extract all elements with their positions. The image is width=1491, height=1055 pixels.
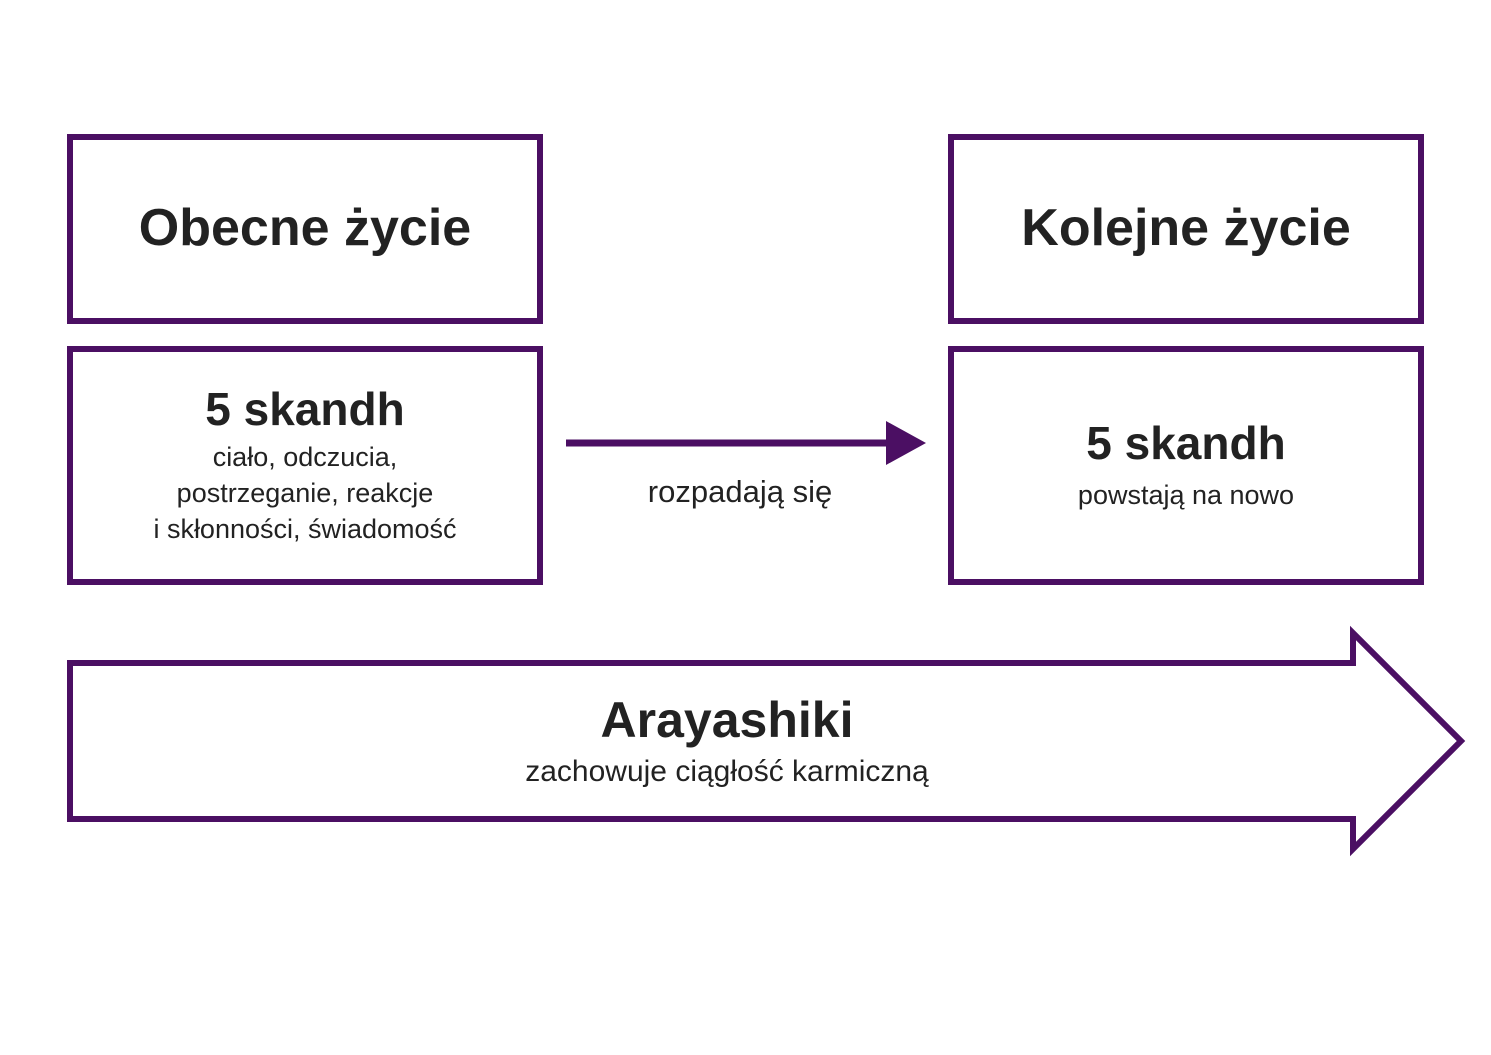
- connector-arrow-icon: [566, 421, 926, 465]
- continuity-arrow-shape: [67, 625, 1466, 857]
- continuity-title: Arayashiki: [600, 692, 854, 748]
- next-skandhas-desc: powstają na nowo: [1077, 479, 1295, 510]
- continuity-arrow-text: Arayashiki zachowuje ciągłość karmiczną: [67, 690, 1387, 794]
- next-life-title: Kolejne życie: [1021, 199, 1351, 258]
- next-skandhas-title: 5 skandh: [1086, 417, 1286, 470]
- connector-label: rozpadają się: [647, 474, 833, 509]
- present-skandhas-line-2: postrzeganie, reakcje: [176, 477, 434, 508]
- present-skandhas-line-3: i skłonności, świadomość: [153, 513, 457, 544]
- present-skandhas-box: 5 skandh ciało, odczucia, postrzeganie, …: [67, 346, 543, 585]
- next-life-box: Kolejne życie: [948, 134, 1424, 324]
- present-skandhas-line-1: ciało, odczucia,: [212, 441, 398, 472]
- continuity-subtitle: zachowuje ciągłość karmiczną: [525, 755, 929, 788]
- present-life-title: Obecne życie: [138, 199, 472, 258]
- present-life-box: Obecne życie: [67, 134, 543, 324]
- next-skandhas-box: 5 skandh powstają na nowo: [948, 346, 1424, 585]
- present-skandhas-title: 5 skandh: [205, 383, 405, 436]
